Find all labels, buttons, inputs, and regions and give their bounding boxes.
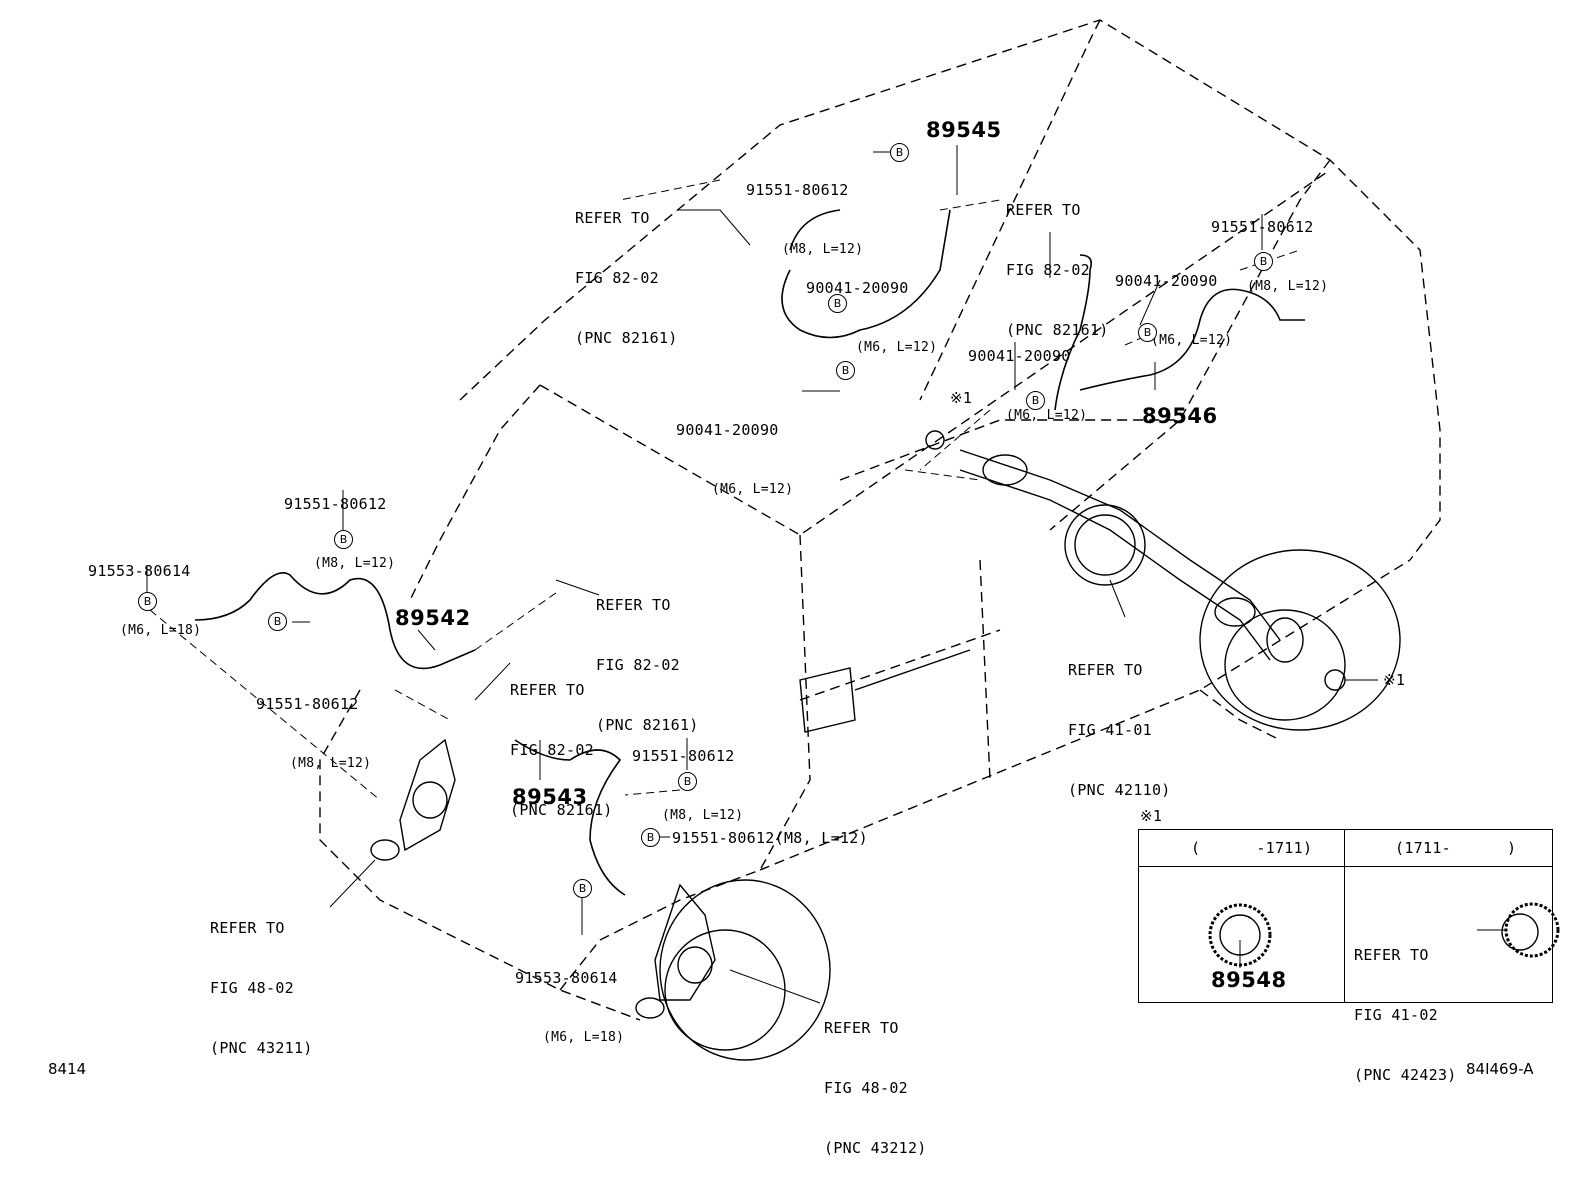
refer-to-fig-48-02-left: REFER TO FIG 48-02 (PNC 43211) bbox=[210, 919, 313, 1057]
variant-inset-table: ( -1711) (1711- ) 89548 REFER TO FIG 41-… bbox=[1138, 829, 1553, 1084]
part-number-89545: 89545 bbox=[926, 118, 1002, 142]
part-number-89542: 89542 bbox=[395, 606, 471, 630]
footer-right-code: 84I469-A bbox=[1466, 1060, 1534, 1078]
vehicle-body-outline bbox=[319, 19, 1441, 1021]
callout-91551-mid: 91551-80612 (M8, L=12) bbox=[632, 747, 744, 823]
callout-90041-b: 90041-20090 (M6, L=12) bbox=[676, 421, 794, 497]
knuckle-right bbox=[635, 883, 716, 1019]
inset-note-marker: ※1 bbox=[1140, 807, 1163, 825]
bolt-b-marker: B bbox=[1026, 391, 1045, 410]
bolt-b-marker: B bbox=[890, 143, 909, 162]
footer-left-code: 8414 bbox=[48, 1060, 87, 1078]
callout-91551-left-top: 91551-80612 (M8, L=12) bbox=[284, 495, 396, 571]
callout-91551-inline: 91551-80612(M8, L=12) bbox=[672, 829, 868, 847]
bolt-b-marker: B bbox=[138, 592, 157, 611]
bolt-b-marker: B bbox=[1254, 252, 1273, 271]
inset-col2-header: (1711- ) bbox=[1395, 839, 1517, 857]
bolt-b-marker: B bbox=[334, 530, 353, 549]
callout-90041-c: 90041-20090 (M6, L=12) bbox=[1115, 272, 1233, 348]
refer-to-fig-82-02-mid2: REFER TO FIG 82-02 (PNC 82161) bbox=[510, 681, 613, 819]
inset-col1-header: ( -1711) bbox=[1191, 839, 1313, 857]
part-number-89546: 89546 bbox=[1142, 404, 1218, 428]
bolt-b-marker: B bbox=[836, 361, 855, 380]
side-mirror bbox=[799, 649, 971, 733]
refer-to-fig-82-02-top-right: REFER TO FIG 82-02 (PNC 82161) bbox=[1006, 201, 1109, 339]
bolt-b-marker: B bbox=[828, 294, 847, 313]
bolt-b-marker: B bbox=[268, 612, 287, 631]
inset-header-row bbox=[1139, 830, 1552, 867]
exploded-parts-drawing bbox=[146, 19, 1560, 1061]
leader-lines bbox=[146, 145, 1505, 1004]
note-marker-star1-right: ※1 bbox=[1383, 671, 1406, 689]
part-number-89548: 89548 bbox=[1211, 968, 1287, 992]
callout-91553-left: 91553-80614 (M6, L=18) bbox=[88, 562, 202, 638]
inset-refer-to-fig-41-02: REFER TO FIG 41-02 (PNC 42423) bbox=[1354, 946, 1457, 1084]
note-marker-star1-top: ※1 bbox=[950, 389, 973, 407]
callout-90041-a: 90041-20090 (M6, L=12) bbox=[806, 279, 938, 355]
callout-91551-top: 91551-80612 (M8, L=12) bbox=[746, 181, 864, 257]
callout-91551-left-bot: 91551-80612 (M8, L=12) bbox=[256, 695, 372, 771]
bolt-b-marker: B bbox=[678, 772, 697, 791]
bolt-b-marker: B bbox=[573, 879, 592, 898]
refer-to-fig-82-02-mid: REFER TO FIG 82-02 (PNC 82161) bbox=[596, 596, 699, 734]
bolt-b-marker: B bbox=[1138, 323, 1157, 342]
abs-sensor-harnesses bbox=[194, 209, 1305, 896]
inset-column-divider bbox=[1344, 830, 1345, 1002]
callout-90041-d: 90041-20090 (M6, L=12) bbox=[968, 347, 1088, 423]
refer-to-fig-48-02-right: REFER TO FIG 48-02 (PNC 43212) bbox=[824, 1019, 927, 1157]
refer-to-fig-41-01: REFER TO FIG 41-01 (PNC 42110) bbox=[1068, 661, 1171, 799]
callout-91553-bot: 91553-80614 (M6, L=18) bbox=[515, 969, 625, 1045]
inset-tone-wheel bbox=[1208, 902, 1560, 967]
knuckle-left bbox=[370, 738, 456, 861]
part-number-89543: 89543 bbox=[512, 785, 588, 809]
callout-91551-right: 91551-80612 (M8, L=12) bbox=[1211, 218, 1329, 294]
bolt-b-marker: B bbox=[641, 828, 660, 847]
refer-to-fig-82-02-top-left: REFER TO FIG 82-02 (PNC 82161) bbox=[575, 209, 678, 347]
